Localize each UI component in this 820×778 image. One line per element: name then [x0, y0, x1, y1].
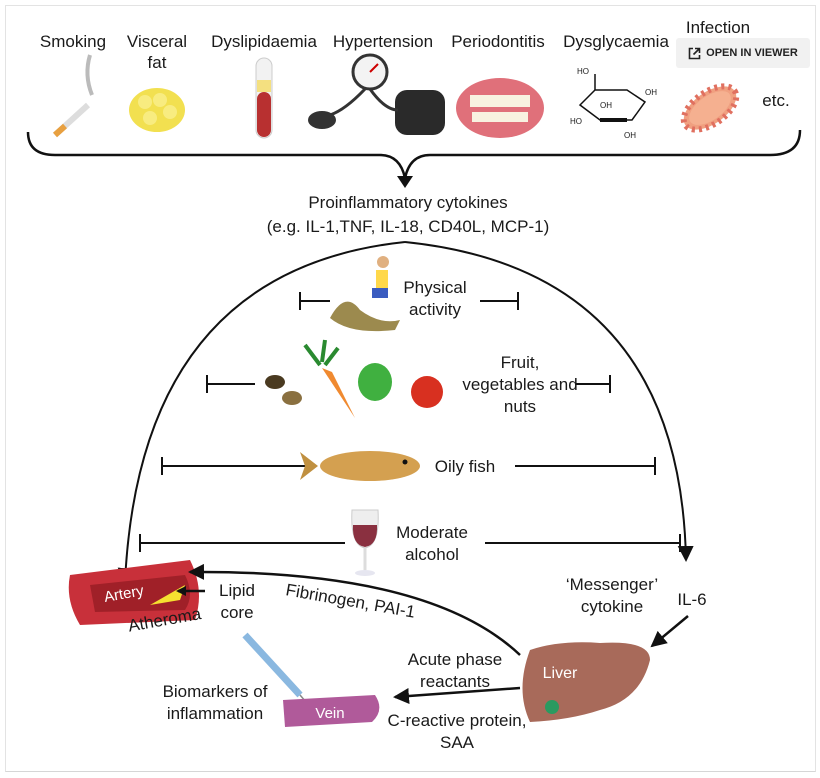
cytokines-title: Proinflammatory cytokines	[308, 193, 507, 212]
grouping-brace	[26, 129, 802, 179]
label-il6: IL-6	[677, 590, 706, 609]
label-inflammation: inflammation	[167, 704, 263, 723]
label-cytokine: cytokine	[581, 597, 643, 616]
blood-pressure-cuff-icon	[308, 53, 445, 135]
gums-icon	[456, 78, 544, 138]
arrow-liver-vein	[393, 686, 521, 704]
label-fruit: Fruit,	[501, 353, 540, 372]
label-saa: SAA	[440, 733, 475, 752]
vein-illustration	[283, 695, 380, 727]
label-physical: Physical	[403, 278, 466, 297]
label-moderate: Moderate	[396, 523, 468, 542]
label-reactants: reactants	[420, 672, 490, 691]
artery-illustration	[68, 560, 199, 625]
arrow-fibrinogen	[188, 563, 521, 656]
label-dyslipidaemia: Dyslipidaemia	[211, 32, 317, 51]
label-vegetables: vegetables and	[462, 375, 577, 394]
label-biomarkers: Biomarkers of	[163, 682, 268, 701]
label-liver: Liver	[543, 665, 578, 682]
label-artery: Artery	[103, 582, 146, 606]
label-messenger: ‘Messenger’	[566, 575, 658, 594]
label-acute-phase: Acute phase	[408, 650, 503, 669]
glucose-label-oh-right: OH	[645, 88, 657, 97]
inhibitor-moderate-alcohol	[139, 534, 681, 552]
open-external-icon	[688, 47, 701, 59]
runner-icon	[330, 256, 400, 332]
label-visceral: Visceral	[127, 32, 187, 51]
label-periodontitis: Periodontitis	[451, 32, 545, 51]
glucose-label-ho-top: HO	[577, 67, 589, 76]
inhibitor-fruit-vegetables	[206, 375, 611, 393]
label-etc: etc.	[762, 91, 789, 110]
glucose-label-oh-mid: OH	[600, 101, 612, 110]
label-alcohol: alcohol	[405, 545, 459, 564]
label-hypertension: Hypertension	[333, 32, 433, 51]
liver-illustration	[522, 642, 650, 722]
open-in-viewer-button[interactable]: OPEN IN VIEWER	[676, 38, 810, 68]
arc-to-artery	[117, 241, 406, 584]
fat-cells-icon	[129, 88, 185, 132]
label-fat: fat	[148, 53, 167, 72]
label-dysglycaemia: Dysglycaemia	[563, 32, 669, 51]
inhibitor-oily-fish	[161, 457, 656, 475]
arc-to-il6	[404, 241, 694, 562]
label-smoking: Smoking	[40, 32, 106, 51]
label-vein: Vein	[315, 705, 344, 722]
figure-panel	[5, 5, 816, 772]
cytokines-examples: (e.g. IL-1,TNF, IL-18, CD40L, MCP-1)	[267, 217, 549, 236]
label-core: core	[220, 603, 253, 622]
label-oily-fish: Oily fish	[435, 457, 495, 476]
bacterium-icon	[680, 83, 740, 133]
fish-icon	[300, 451, 420, 481]
glucose-label-ho-left: HO	[570, 117, 582, 126]
glucose-molecule-icon: HO OH HO OH OH	[570, 67, 657, 140]
label-activity: activity	[409, 300, 461, 319]
cigarette-icon	[52, 54, 94, 138]
arrow-il6-liver	[650, 615, 689, 648]
open-in-viewer-label: OPEN IN VIEWER	[706, 47, 798, 59]
test-tube-icon	[255, 57, 273, 139]
inhibitor-physical-activity	[299, 292, 519, 310]
label-infection: Infection	[686, 18, 750, 37]
brace-arrow	[397, 176, 413, 188]
label-fibrinogen: Fibrinogen, PAI-1	[284, 580, 416, 621]
fruit-vegetables-icon	[265, 339, 443, 418]
label-lipid: Lipid	[219, 581, 255, 600]
label-crp: C-reactive protein,	[388, 711, 527, 730]
wine-glass-icon	[351, 509, 379, 576]
label-nuts: nuts	[504, 397, 536, 416]
glucose-label-oh-bottom: OH	[624, 131, 636, 140]
